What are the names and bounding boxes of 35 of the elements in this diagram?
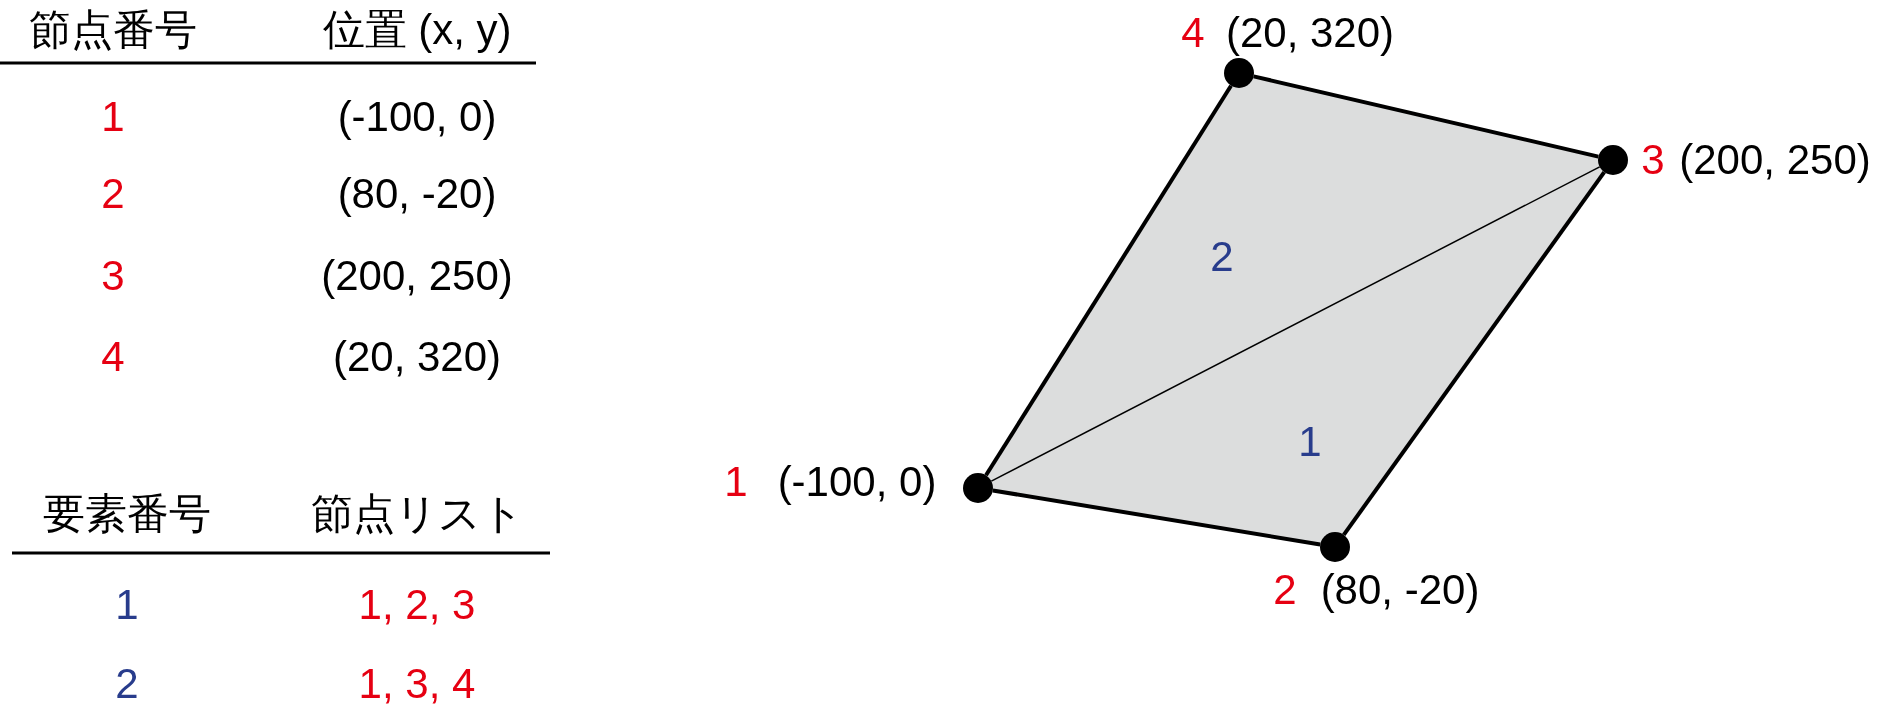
node-number: 3 <box>1641 136 1665 184</box>
mesh-edge <box>1342 171 1606 536</box>
mesh-edge <box>992 488 1321 547</box>
node-number: 4 <box>1181 9 1205 57</box>
coordinate-label: (20, 320) <box>1225 9 1395 57</box>
mesh-node-dot <box>963 473 993 503</box>
node-number: 2 <box>1273 566 1297 614</box>
node-number: 2 <box>101 170 125 218</box>
element-number: 1 <box>1298 418 1322 466</box>
node-list: 1, 3, 4 <box>358 660 476 708</box>
coordinate-label: (80, -20) <box>1320 566 1480 614</box>
coordinate-value: (20, 320) <box>332 333 502 381</box>
coordinate-value: (200, 250) <box>321 252 513 300</box>
node-number: 3 <box>101 252 125 300</box>
column-header: 位置 (x, y) <box>322 6 512 54</box>
mesh-edge <box>1253 74 1599 159</box>
element-number: 1 <box>115 581 139 629</box>
coordinate-value: (-100, 0) <box>337 93 497 141</box>
node-list: 1, 2, 3 <box>358 581 476 629</box>
mesh-node-dot <box>1224 58 1254 88</box>
element-number: 2 <box>1210 233 1234 281</box>
column-header: 要素番号 <box>43 490 211 538</box>
node-number: 4 <box>101 333 125 381</box>
coordinate-label: (-100, 0) <box>777 458 937 506</box>
mesh-edge <box>990 166 1601 482</box>
column-header: 節点リスト <box>310 490 524 538</box>
element-number: 2 <box>115 660 139 708</box>
mesh-node-dot <box>1598 145 1628 175</box>
coordinate-label: (200, 250) <box>1679 136 1871 184</box>
column-header: 節点番号 <box>29 6 197 54</box>
mesh-edge <box>984 84 1233 477</box>
mesh-node-dot <box>1320 532 1350 562</box>
node-number: 1 <box>101 93 125 141</box>
coordinate-value: (80, -20) <box>337 170 497 218</box>
node-number: 1 <box>724 458 748 506</box>
